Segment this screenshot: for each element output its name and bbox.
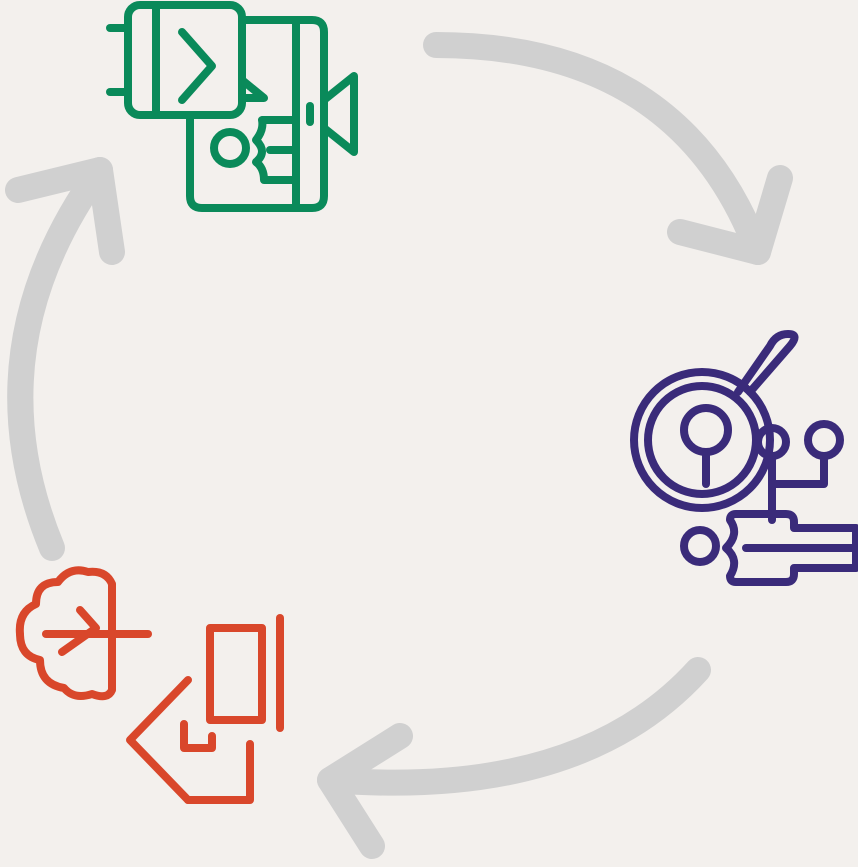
arrow-shaft [317,657,711,796]
cycle-arrows [5,32,793,859]
devices-video-icon [106,1,358,212]
arrow-shaft [7,157,113,561]
arrow-head [5,157,125,265]
cloud-home-icon [15,566,284,804]
search-network-icon [630,330,858,586]
arrow-head [317,723,413,859]
arrow-top-to-right [423,32,793,265]
arrow-head [667,165,793,265]
arrow-right-to-bottom-left [317,657,711,859]
arrow-bottom-left-to-top [5,157,125,561]
arrow-shaft [423,32,771,265]
